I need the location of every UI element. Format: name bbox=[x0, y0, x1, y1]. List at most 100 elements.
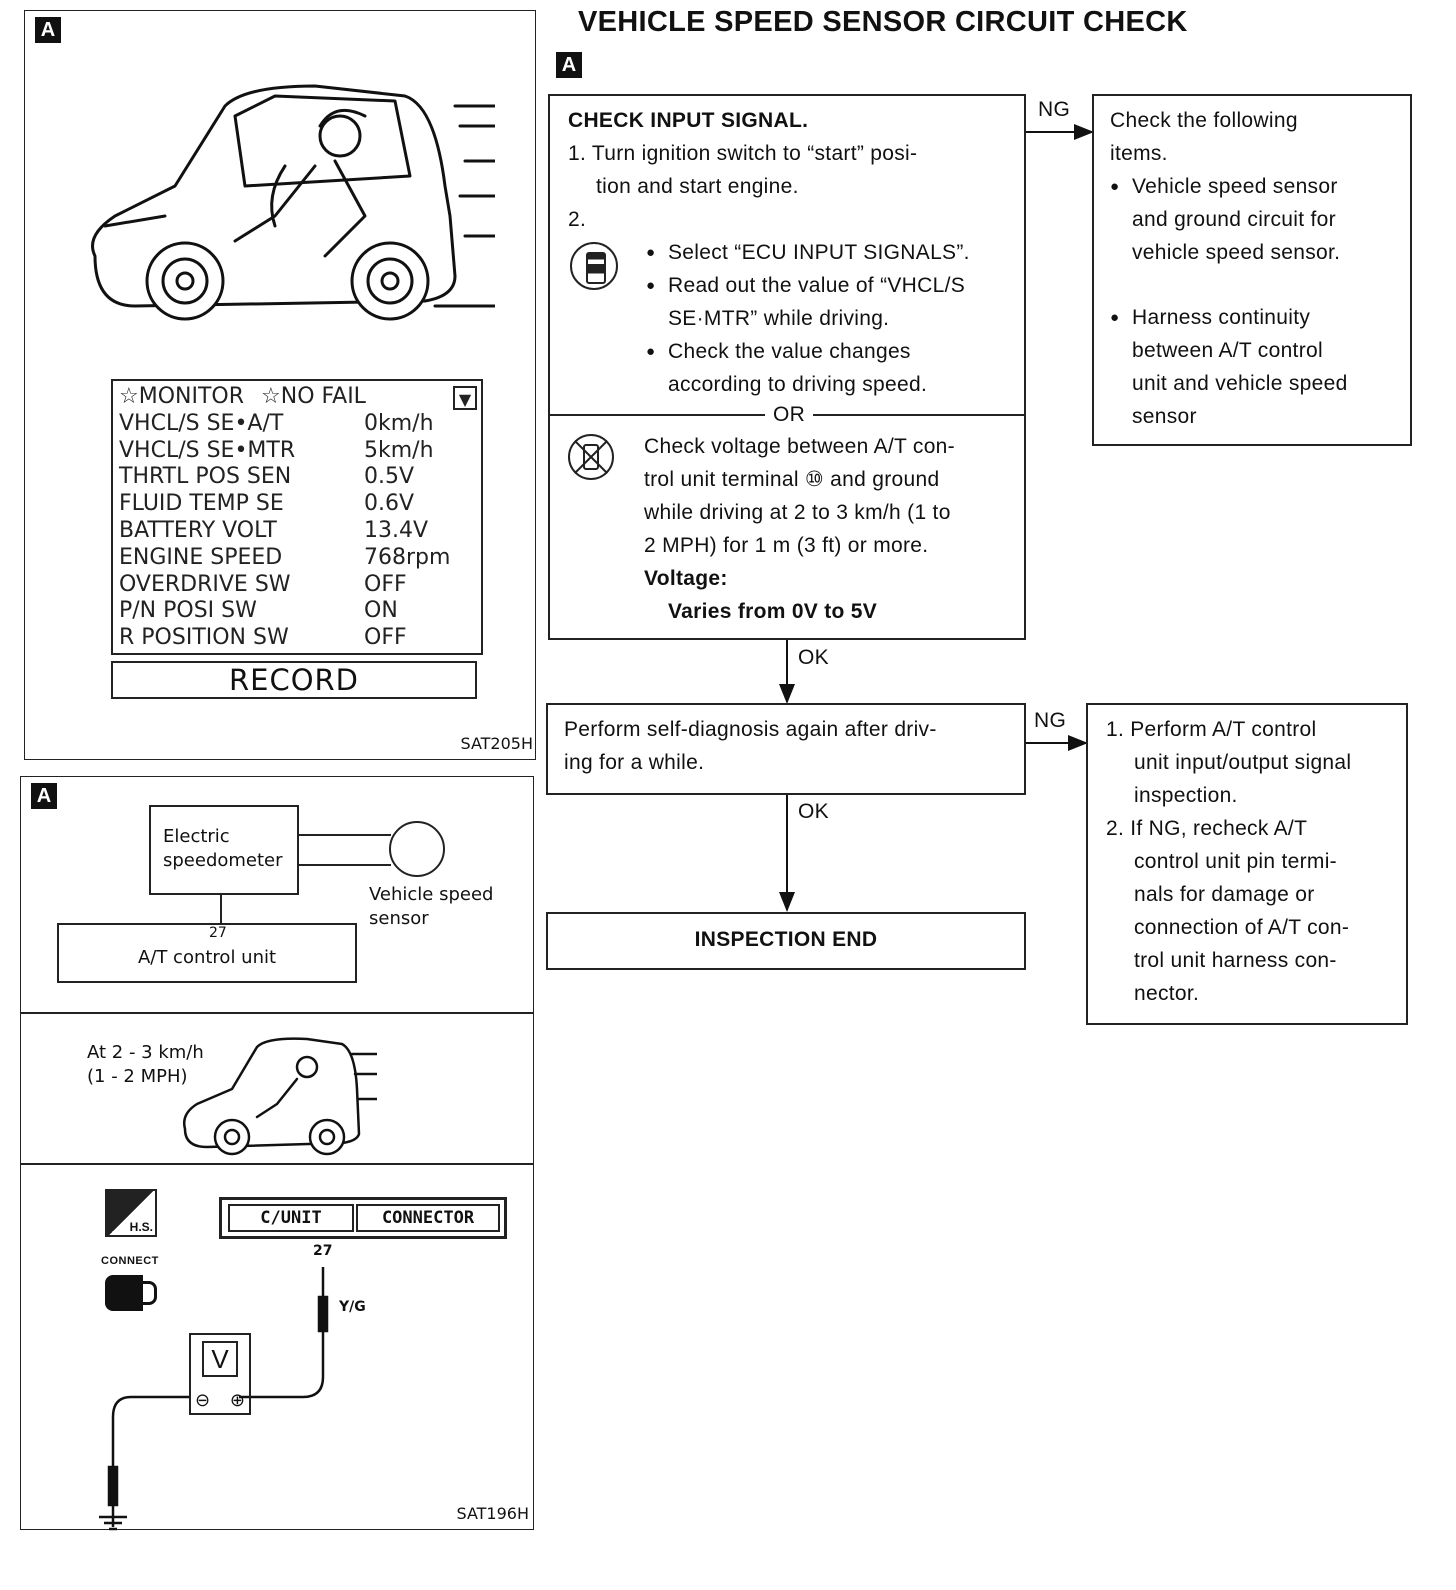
ng2-step-2-d: connection of A/T con- bbox=[1134, 916, 1350, 939]
monitor-row-label: VHCL/S SE•A/T bbox=[119, 410, 284, 436]
inspection-end-label: INSPECTION END bbox=[694, 928, 878, 951]
ng2-step-2-c: nals for damage or bbox=[1134, 883, 1315, 906]
figure-code: SAT205H bbox=[460, 734, 534, 753]
ng2-step-2: 2. If NG, recheck A/T bbox=[1106, 817, 1308, 840]
ng1-bullet-2-d: sensor bbox=[1132, 405, 1197, 428]
bullet-check-changes-cont: according to driving speed. bbox=[668, 373, 928, 396]
control-unit-label: A/T control unit bbox=[137, 947, 277, 968]
terminal-number: 27 bbox=[209, 925, 227, 941]
terminal-number-2: 27 bbox=[313, 1243, 333, 1259]
monitor-row-value: OFF bbox=[364, 571, 407, 597]
ng2-step-2-e: trol unit harness con- bbox=[1134, 949, 1337, 972]
monitor-header: ☆MONITOR ☆NO FAIL ▼ bbox=[119, 384, 477, 411]
sensor-label: Vehicle speed sensor bbox=[369, 884, 494, 929]
monitor-row-label: FLUID TEMP SE bbox=[119, 491, 284, 517]
monitor-row: BATTERY VOLT 13.4V bbox=[119, 518, 475, 545]
cunit-cell: C/UNIT bbox=[228, 1204, 354, 1232]
monitor-row: FLUID TEMP SE 0.6V bbox=[119, 491, 475, 518]
ng2-step-1: 1. Perform A/T control bbox=[1106, 718, 1317, 741]
figure-code-2: SAT196H bbox=[456, 1504, 530, 1523]
section-tag: A bbox=[556, 52, 582, 78]
negative-terminal-icon: ⊖ bbox=[195, 1390, 211, 1410]
positive-terminal-icon: ⊕ bbox=[229, 1390, 245, 1410]
self-diagnosis-box: Perform self-diagnosis again after driv-… bbox=[546, 703, 1026, 795]
connect-label: CONNECT bbox=[101, 1255, 159, 1267]
selfdiag-line-2: ing for a while. bbox=[564, 751, 705, 774]
no-tester-icon bbox=[568, 434, 614, 480]
monitor-row-value: 0.6V bbox=[364, 491, 415, 517]
monitor-status: ☆NO FAIL bbox=[261, 384, 366, 409]
alt-line-1: Check voltage between A/T con- bbox=[644, 435, 955, 458]
wire-color-label: Y/G bbox=[339, 1299, 366, 1315]
hs-label: H.S. bbox=[129, 1220, 153, 1234]
ng-check-items-box: Check the following items. Vehicle speed… bbox=[1092, 94, 1412, 446]
ng2-step-2-b: control unit pin termi- bbox=[1134, 850, 1337, 873]
bullet-select-ecu: Select “ECU INPUT SIGNALS”. bbox=[646, 236, 1026, 269]
monitor-row-label: BATTERY VOLT bbox=[119, 517, 277, 543]
step-1-cont: tion and start engine. bbox=[596, 175, 799, 198]
ng-recheck-box: 1. Perform A/T control unit input/output… bbox=[1086, 703, 1408, 1025]
page-title: VEHICLE SPEED SENSOR CIRCUIT CHECK bbox=[578, 6, 1188, 38]
connector-housing: C/UNIT CONNECTOR bbox=[219, 1197, 507, 1239]
ng1-bullet-1-b: and ground circuit for bbox=[1132, 208, 1336, 231]
or-label: OR bbox=[765, 398, 814, 431]
monitor-row-value: 768rpm bbox=[364, 544, 451, 570]
bullet-check-changes: Check the value changes bbox=[646, 335, 1026, 368]
ok-label-2: OK bbox=[798, 800, 829, 823]
ng1-bullet-2-b: between A/T control bbox=[1132, 339, 1323, 362]
monitor-row: R POSITION SW OFF bbox=[119, 625, 475, 652]
ng2-step-1-b: unit input/output signal bbox=[1134, 751, 1352, 774]
speedometer-box: Electric speedometer bbox=[149, 805, 299, 895]
divider bbox=[21, 1012, 533, 1014]
monitor-row-label: THRTL POS SEN bbox=[119, 464, 292, 490]
monitor-row-value: 13.4V bbox=[364, 517, 429, 543]
monitor-row-label: ENGINE SPEED bbox=[119, 544, 283, 570]
alt-line-3: while driving at 2 to 3 km/h (1 to bbox=[644, 501, 951, 524]
step-2: 2. bbox=[568, 208, 587, 231]
figure-circuit-panel: A Electric speedometer Vehicle speed sen… bbox=[20, 776, 534, 1531]
connector-cell: CONNECTOR bbox=[356, 1204, 500, 1232]
figure-monitor-panel: A ☆MONITOR ☆NO F bbox=[24, 10, 536, 760]
ng1-bullet-1-c: vehicle speed sensor. bbox=[1132, 241, 1341, 264]
ng1-bullet-2: Harness continuity bbox=[1110, 301, 1410, 334]
monitor-row-label: VHCL/S SE•MTR bbox=[119, 437, 296, 463]
speedometer-label: Electric speedometer bbox=[163, 826, 283, 871]
speed-condition: At 2 - 3 km/h (1 - 2 MPH) bbox=[87, 1041, 204, 1089]
monitor-row-value: 5km/h bbox=[364, 437, 434, 463]
ng1-text-2: items. bbox=[1110, 142, 1168, 165]
monitor-row-value: 0km/h bbox=[364, 410, 434, 436]
ng2-step-1-c: inspection. bbox=[1134, 784, 1238, 807]
selfdiag-line-1: Perform self-diagnosis again after driv- bbox=[564, 718, 937, 741]
inspection-end-box: INSPECTION END bbox=[546, 912, 1026, 970]
ng2-step-2-f: nector. bbox=[1134, 982, 1200, 1005]
monitor-row: VHCL/S SE•MTR 5km/h bbox=[119, 438, 475, 465]
bullet-read-value: Read out the value of “VHCL/S bbox=[646, 269, 1026, 302]
record-button[interactable]: RECORD bbox=[111, 661, 477, 699]
alt-line-4: 2 MPH) for 1 m (3 ft) or more. bbox=[644, 534, 929, 557]
monitor-row: VHCL/S SE•A/T 0km/h bbox=[119, 411, 475, 438]
scroll-down-icon[interactable]: ▼ bbox=[453, 386, 477, 410]
car-driving-illustration bbox=[91, 84, 495, 321]
hs-icon: H.S. bbox=[105, 1189, 157, 1237]
control-unit-box: A/T control unit bbox=[57, 923, 357, 983]
voltmeter: V ⊖ ⊕ bbox=[189, 1333, 251, 1415]
voltmeter-wiring bbox=[99, 1267, 329, 1531]
ng1-text-1: Check the following bbox=[1110, 109, 1298, 132]
ok-label-1: OK bbox=[798, 646, 829, 669]
speed-kmh: At 2 - 3 km/h bbox=[87, 1042, 204, 1063]
voltmeter-display: V bbox=[202, 1341, 238, 1377]
monitor-row-value: ON bbox=[364, 598, 398, 624]
check-input-signal-box: CHECK INPUT SIGNAL. 1. Turn ignition swi… bbox=[548, 94, 1026, 640]
voltage-value: Varies from 0V to 5V bbox=[668, 600, 878, 623]
monitor-row-label: R POSITION SW bbox=[119, 625, 289, 651]
small-car-illustration bbox=[183, 1037, 377, 1156]
voltage-label: Voltage: bbox=[644, 567, 728, 590]
ng-label-2: NG bbox=[1034, 709, 1067, 732]
monitor-row-value: OFF bbox=[364, 625, 407, 651]
